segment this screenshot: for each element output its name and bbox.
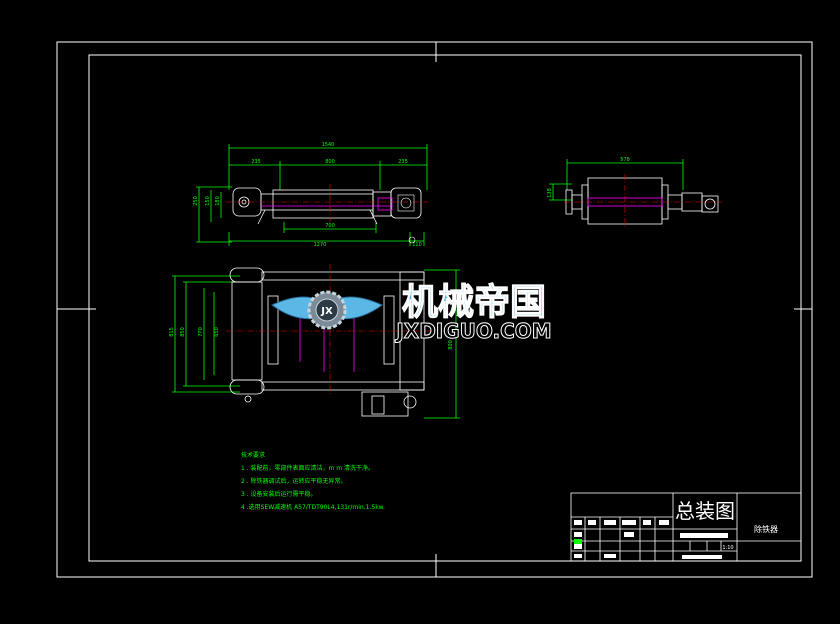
- dim-plan-1: 815: [169, 327, 175, 337]
- technical-notes: 技术要求 1 . 装配前，零部件表面应清洁，m m 清洗干净。 2 . 除铁器调…: [241, 451, 385, 511]
- dim-plan-4: 650: [214, 327, 220, 337]
- dim-inner-length: 700: [325, 223, 335, 229]
- dim-height-1: 250: [193, 196, 199, 206]
- inner-border: [88, 54, 802, 562]
- front-view: 1540 235 800 235 700 1270 110 250 150 18…: [193, 142, 428, 248]
- note-item-1: 1 . 装配前，零部件表面应清洁，m m 清洗干净。: [241, 464, 374, 472]
- dim-plan-3: 770: [198, 327, 204, 337]
- dim-plan-right: 800: [448, 340, 454, 350]
- dim-mid-length: 800: [325, 159, 335, 165]
- title-block-drawing-title: 总装图: [675, 499, 735, 523]
- notes-heading: 技术要求: [241, 451, 265, 459]
- sheet-frame: [56, 41, 813, 578]
- dim-height-2: 150: [205, 196, 211, 206]
- watermark-en-text: JXDIGUO.COM: [394, 319, 551, 343]
- note-item-2: 2 . 除铁器调试后，运转应平稳无异常。: [241, 477, 347, 485]
- dim-overall-length: 1540: [322, 142, 335, 148]
- dim-bottom-right: 110: [412, 242, 422, 248]
- note-item-3: 3 . 设备安装后运行需平稳。: [241, 490, 317, 498]
- dim-left-length: 235: [251, 159, 261, 165]
- watermark-logo: JX 机械帝国 JXDIGUO.COM: [271, 281, 552, 344]
- plan-view: 815 850 770 650 800: [169, 264, 460, 419]
- winged-gear-logo-icon: JX: [271, 290, 383, 330]
- title-block-scale: 1:10: [722, 545, 733, 551]
- title-block-part-name: 除铁器: [754, 524, 778, 534]
- svg-text:JX: JX: [320, 306, 333, 317]
- side-view: 578 138: [547, 157, 722, 228]
- dim-side-width: 578: [620, 157, 630, 163]
- dim-right-length: 235: [398, 159, 408, 165]
- dim-height-3: 180: [215, 196, 221, 206]
- watermark-cn-text: 机械帝国: [402, 282, 546, 323]
- title-block: 总装图 除铁器 1:10: [570, 492, 802, 562]
- note-item-4: 4 .选用SEW减速机 A57/TDT90L4,131r/min,1.5kw.: [241, 503, 385, 511]
- dim-bottom-total: 1270: [314, 242, 327, 248]
- dim-plan-2: 850: [180, 327, 186, 337]
- dim-side-height: 138: [547, 188, 553, 198]
